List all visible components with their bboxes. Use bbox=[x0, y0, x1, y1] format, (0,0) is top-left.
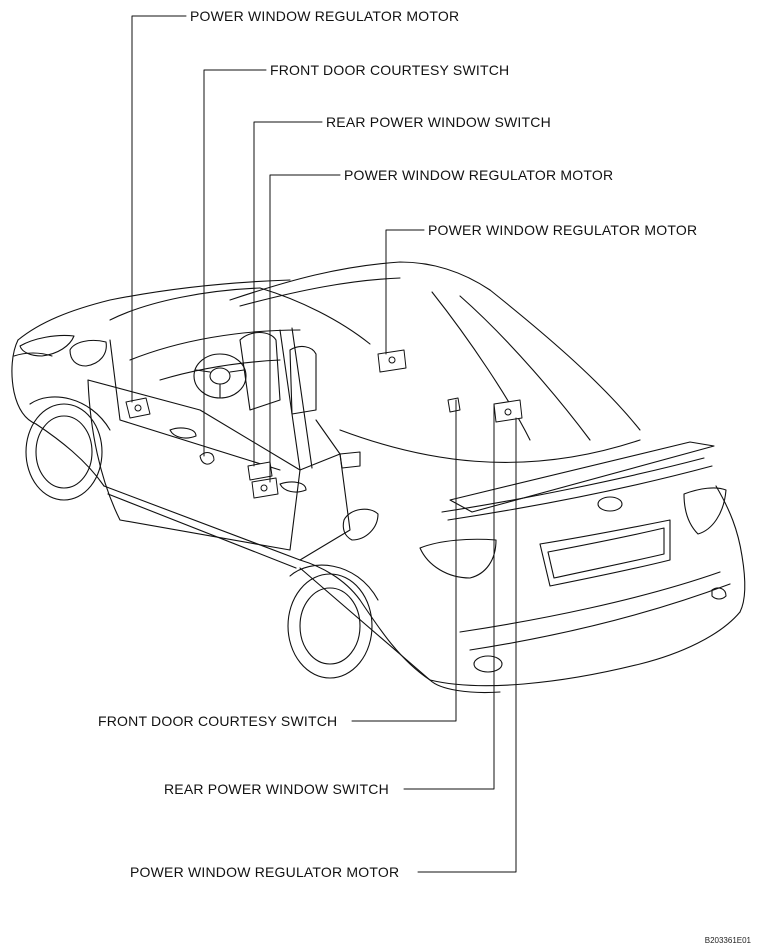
car-body-outline bbox=[11, 261, 746, 693]
rear-wheel bbox=[287, 564, 379, 679]
label-power-window-regulator-motor-3: POWER WINDOW REGULATOR MOTOR bbox=[428, 222, 698, 238]
label-rear-power-window-switch-1: REAR POWER WINDOW SWITCH bbox=[326, 114, 551, 130]
front-wheel bbox=[25, 396, 111, 501]
label-power-window-regulator-motor-1: POWER WINDOW REGULATOR MOTOR bbox=[190, 8, 460, 24]
label-front-door-courtesy-switch-2: FRONT DOOR COURTESY SWITCH bbox=[98, 713, 338, 729]
label-power-window-regulator-motor-2: POWER WINDOW REGULATOR MOTOR bbox=[344, 167, 614, 183]
component-markers bbox=[125, 349, 523, 499]
label-rear-power-window-switch-2: REAR POWER WINDOW SWITCH bbox=[164, 781, 389, 797]
label-power-window-regulator-motor-4: POWER WINDOW REGULATOR MOTOR bbox=[130, 864, 400, 880]
leader-lines bbox=[131, 15, 517, 873]
figure-code: B203361E01 bbox=[704, 936, 751, 945]
label-front-door-courtesy-switch-1: FRONT DOOR COURTESY SWITCH bbox=[270, 62, 510, 78]
